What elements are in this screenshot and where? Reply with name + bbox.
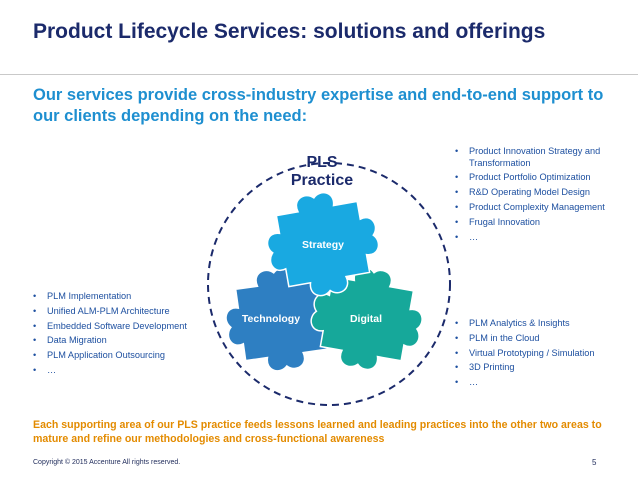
bullet-icon: • — [33, 320, 37, 331]
list-item: •Data Migration — [33, 335, 107, 346]
slide-subtitle: Our services provide cross-industry expe… — [33, 86, 604, 125]
copyright-text: Copyright © 2015 Accenture All rights re… — [33, 459, 181, 466]
bullet-icon: • — [455, 201, 459, 212]
list-item: •… — [455, 231, 479, 242]
bullet-icon: • — [33, 305, 37, 316]
list-item: •R&D Operating Model Design — [455, 187, 591, 198]
list-item: •PLM Analytics & Insights — [455, 318, 570, 328]
bullet-icon: • — [33, 350, 37, 361]
bullet-icon: • — [455, 377, 459, 388]
practice-dashed-circle — [207, 162, 451, 406]
bullet-icon: • — [33, 291, 37, 301]
bullet-icon: • — [455, 187, 459, 198]
technology-offerings-list: •PLM Implementation •Unified ALM-PLM Arc… — [33, 291, 193, 380]
list-item: •PLM in the Cloud — [455, 332, 540, 343]
title-divider — [0, 74, 638, 75]
strategy-puzzle-piece — [266, 191, 380, 297]
technology-label: Technology — [242, 313, 300, 325]
list-item: •Unified ALM-PLM Architecture — [33, 305, 170, 316]
list-item: •… — [33, 364, 57, 375]
bullet-icon: • — [455, 332, 459, 343]
bullet-icon: • — [33, 335, 37, 346]
bullet-icon: • — [455, 216, 459, 227]
digital-label: Digital — [350, 313, 382, 325]
bullet-icon: • — [455, 231, 459, 242]
bullet-icon: • — [455, 146, 459, 156]
list-item: •PLM Application Outsourcing — [33, 350, 165, 361]
page-number: 5 — [592, 458, 597, 467]
bullet-icon: • — [455, 318, 459, 328]
practice-label-line1: PLS — [306, 154, 337, 171]
list-item: •Frugal Innovation — [455, 216, 540, 227]
list-item: •3D Printing — [455, 362, 515, 373]
list-item: •Product Complexity Management — [455, 201, 605, 212]
bullet-icon: • — [455, 172, 459, 183]
slide-title: Product Lifecycle Services: solutions an… — [33, 20, 546, 43]
strategy-offerings-list: •Product Innovation Strategy and Transfo… — [455, 146, 615, 246]
list-item: •Product Innovation Strategy and Transfo… — [455, 146, 601, 168]
list-item: •Embedded Software Development — [33, 320, 187, 331]
bullet-icon: • — [33, 364, 37, 375]
list-item: •Virtual Prototyping / Simulation — [455, 347, 595, 358]
strategy-label: Strategy — [302, 239, 344, 251]
list-item: •… — [455, 377, 479, 388]
bullet-icon: • — [455, 362, 459, 373]
practice-label-line2: Practice — [291, 172, 353, 189]
digital-offerings-list: •PLM Analytics & Insights •PLM in the Cl… — [455, 318, 615, 392]
list-item: •Product Portfolio Optimization — [455, 172, 591, 183]
list-item: •PLM Implementation — [33, 291, 132, 301]
summary-note: Each supporting area of our PLS practice… — [33, 419, 602, 445]
bullet-icon: • — [455, 347, 459, 358]
